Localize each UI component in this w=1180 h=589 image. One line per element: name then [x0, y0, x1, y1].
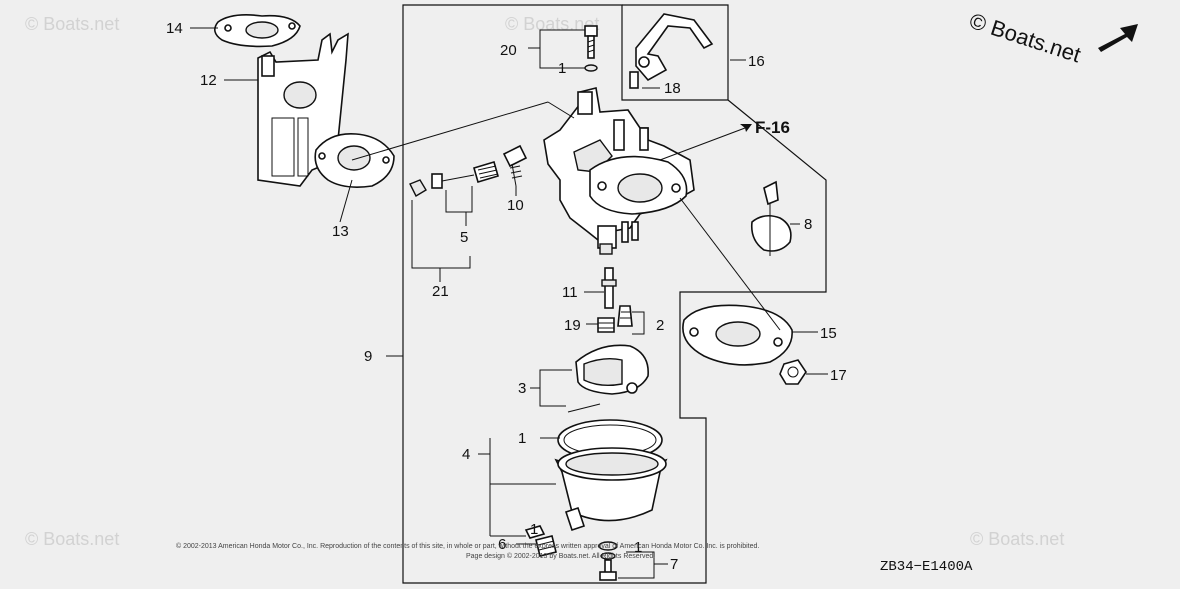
callout-1-oring: 1: [518, 430, 526, 447]
float-valve-8: [750, 180, 792, 256]
section-ref-f16: F-16: [755, 118, 790, 137]
brand-logo: © Boats.net: [966, 8, 1083, 67]
callout-6: 6: [498, 536, 506, 553]
callout-16: 16: [748, 53, 765, 70]
callout-1-bolt: 1: [634, 539, 642, 556]
bolt-7: [598, 541, 618, 581]
callout-14: 14: [166, 20, 183, 37]
brand-arrow-icon: [1098, 24, 1138, 52]
assembly-16-box: [622, 4, 729, 100]
gasket-15: [682, 304, 793, 366]
assembly-outline: [402, 4, 827, 584]
main-nozzle-11: [601, 267, 617, 309]
f16-arrow-icon: [740, 124, 752, 132]
callout-1-top: 1: [558, 60, 566, 77]
watermark-bottom-left: © Boats.net: [25, 529, 119, 549]
callout-13: 13: [332, 223, 349, 240]
callout-5: 5: [460, 229, 468, 246]
main-jet-19: [597, 317, 615, 333]
watermark-top-left: © Boats.net: [25, 14, 119, 34]
leader-lines: [190, 27, 828, 579]
drain-screw-6: [524, 525, 557, 557]
callout-4: 4: [462, 446, 470, 463]
gasket-13: [314, 133, 395, 188]
callout-1-drain: 1: [530, 521, 538, 538]
callout-11: 11: [562, 284, 578, 301]
callout-7: 7: [670, 556, 678, 573]
callout-numbers: 14 12 13 20 1 5 21 10 16 18 F-16 8 11 19…: [166, 20, 847, 573]
screw-20: [584, 25, 598, 72]
callout-9: 9: [364, 348, 372, 365]
diagram-reference-code: ZB34−E1400A: [880, 559, 973, 575]
gasket-14: [214, 14, 301, 48]
watermark-bottom-right: © Boats.net: [970, 529, 1064, 549]
callout-20: 20: [500, 42, 517, 59]
callout-19: 19: [564, 317, 581, 334]
float-valve-2: [617, 305, 633, 327]
copyright-notice: © 2002-2013 American Honda Motor Co., In…: [176, 542, 759, 550]
float-chamber-4: [554, 419, 668, 532]
watermark-top-center: © Boats.net: [505, 14, 599, 34]
callout-15: 15: [820, 325, 837, 342]
callout-17: 17: [830, 367, 847, 384]
callout-10: 10: [507, 197, 524, 214]
nut-17: [779, 359, 807, 385]
callout-21: 21: [432, 283, 449, 300]
page-design-notice: Page design © 2002-2013 by Boats.net. Al…: [466, 552, 655, 560]
choke-lever-16: [629, 13, 714, 89]
float-3: [567, 344, 649, 413]
callout-2: 2: [656, 317, 664, 334]
callout-8: 8: [804, 216, 812, 233]
pilot-screw-5: [409, 161, 499, 197]
carburetor-body: [543, 87, 695, 255]
callout-3: 3: [518, 380, 526, 397]
callout-12: 12: [200, 72, 217, 89]
throttle-stop-screw-10: [502, 144, 528, 187]
callout-18: 18: [664, 80, 681, 97]
